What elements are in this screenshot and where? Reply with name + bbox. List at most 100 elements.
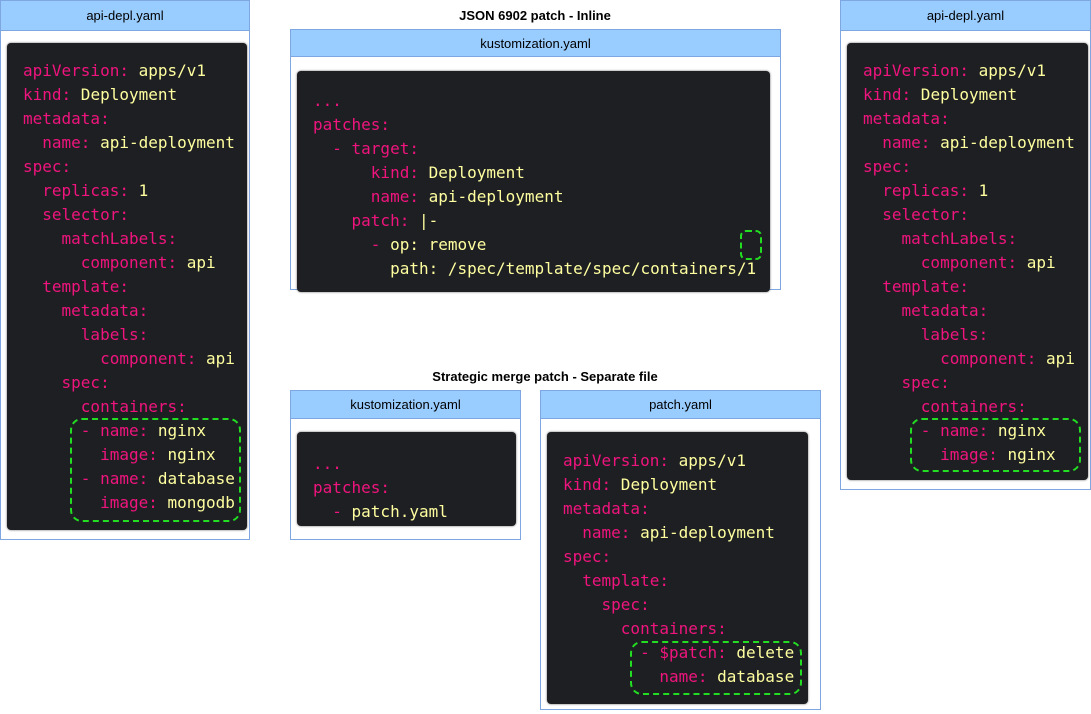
code-indent — [23, 397, 81, 416]
yaml-value: nginx — [997, 445, 1056, 464]
yaml-value: database — [148, 469, 235, 488]
code-line: - $patch: delete — [563, 641, 794, 665]
code-line: patches: — [313, 113, 756, 137]
yaml-key: selector: — [42, 205, 129, 224]
code-line: replicas: 1 — [863, 179, 1075, 203]
yaml-key: replicas: — [42, 181, 129, 200]
yaml-value: |- — [409, 211, 439, 230]
yaml-key: image: — [100, 493, 158, 512]
code-indent — [863, 205, 882, 224]
code-line: metadata: — [563, 497, 794, 521]
yaml-key: spec: — [601, 595, 650, 614]
json-kustomization-code-block: ...patches: - target: kind: Deployment n… — [297, 71, 770, 292]
yaml-value: path: /spec/template/spec/containers/1 — [390, 259, 757, 278]
code-line: name: api-deployment — [863, 131, 1075, 155]
code-indent — [23, 253, 81, 272]
code-indent — [863, 229, 902, 248]
yaml-key: ... — [313, 454, 342, 473]
yaml-key: name: — [582, 523, 631, 542]
sm-kustomization-code: ...patches: - patch.yaml — [313, 452, 448, 524]
code-indent — [863, 349, 940, 368]
yaml-value: Deployment — [71, 85, 178, 104]
yaml-key: spec: — [563, 547, 612, 566]
yaml-value: apps/v1 — [968, 61, 1047, 80]
code-line: containers: — [863, 395, 1075, 419]
code-indent — [863, 301, 902, 320]
yaml-value: nginx — [988, 421, 1047, 440]
yaml-key: name: — [882, 133, 931, 152]
yaml-value: api-deployment — [90, 133, 235, 152]
code-indent — [23, 205, 42, 224]
sm-kustomization-panel: kustomization.yaml ...patches: - patch.y… — [290, 390, 521, 540]
code-line: ... — [313, 452, 448, 476]
sm-kustomization-code-block: ...patches: - patch.yaml — [297, 432, 516, 526]
right-panel-title: api-depl.yaml — [841, 1, 1090, 31]
code-line: patches: — [313, 476, 448, 500]
code-indent — [313, 139, 332, 158]
code-indent — [863, 253, 921, 272]
code-indent — [313, 259, 390, 278]
yaml-key: - — [370, 235, 391, 254]
yaml-value: Deployment — [418, 163, 525, 182]
yaml-key: matchLabels: — [61, 229, 178, 248]
code-indent — [863, 325, 921, 344]
yaml-key: - target: — [332, 139, 419, 158]
code-indent — [863, 277, 882, 296]
yaml-value: nginx — [157, 445, 216, 464]
json-path-index-highlight — [740, 230, 762, 260]
json-patch-heading: JSON 6902 patch - Inline — [459, 8, 611, 23]
code-line: matchLabels: — [23, 227, 235, 251]
left-containers-highlight — [70, 418, 241, 522]
yaml-value: apps/v1 — [128, 61, 207, 80]
code-line: apiVersion: apps/v1 — [563, 449, 794, 473]
code-line: path: /spec/template/spec/containers/1 — [313, 257, 756, 281]
code-line: component: api — [863, 347, 1075, 371]
code-line: apiVersion: apps/v1 — [23, 59, 235, 83]
code-line: spec: — [23, 155, 235, 179]
code-indent — [563, 595, 602, 614]
yaml-key: labels: — [920, 325, 989, 344]
code-indent — [23, 301, 62, 320]
yaml-key: patch: — [351, 211, 410, 230]
yaml-value: delete — [726, 643, 795, 662]
code-line: spec: — [863, 371, 1075, 395]
code-line: - op: remove — [313, 233, 756, 257]
yaml-key: kind: — [23, 85, 72, 104]
yaml-key: apiVersion: — [863, 61, 969, 80]
yaml-key: component: — [940, 349, 1037, 368]
code-line: name: api-deployment — [313, 185, 756, 209]
yaml-value: api — [177, 253, 216, 272]
yaml-value: op: remove — [390, 235, 487, 254]
yaml-key: spec: — [863, 157, 912, 176]
yaml-key: labels: — [80, 325, 149, 344]
code-line: - target: — [313, 137, 756, 161]
code-line: ... — [313, 89, 756, 113]
yaml-value: api-deployment — [930, 133, 1075, 152]
strategic-merge-heading: Strategic merge patch - Separate file — [432, 369, 658, 384]
yaml-value: api — [1017, 253, 1056, 272]
code-indent — [563, 619, 621, 638]
code-line: metadata: — [23, 107, 235, 131]
code-line: image: nginx — [23, 443, 235, 467]
yaml-value: 1 — [968, 181, 989, 200]
code-indent — [863, 133, 882, 152]
code-line: - name: nginx — [863, 419, 1075, 443]
code-indent — [563, 571, 582, 590]
code-line: metadata: — [863, 299, 1075, 323]
code-line: metadata: — [23, 299, 235, 323]
code-line: name: api-deployment — [23, 131, 235, 155]
left-panel-title: api-depl.yaml — [1, 1, 249, 31]
code-line: name: database — [563, 665, 794, 689]
yaml-key: apiVersion: — [23, 61, 129, 80]
json-kustomization-panel: kustomization.yaml ...patches: - target:… — [290, 29, 781, 292]
code-indent — [23, 229, 62, 248]
yaml-key: - — [332, 502, 352, 521]
code-indent — [313, 163, 371, 182]
code-indent — [313, 211, 352, 230]
yaml-key: - name: — [920, 421, 989, 440]
code-line: kind: Deployment — [23, 83, 235, 107]
code-line: name: api-deployment — [563, 521, 794, 545]
